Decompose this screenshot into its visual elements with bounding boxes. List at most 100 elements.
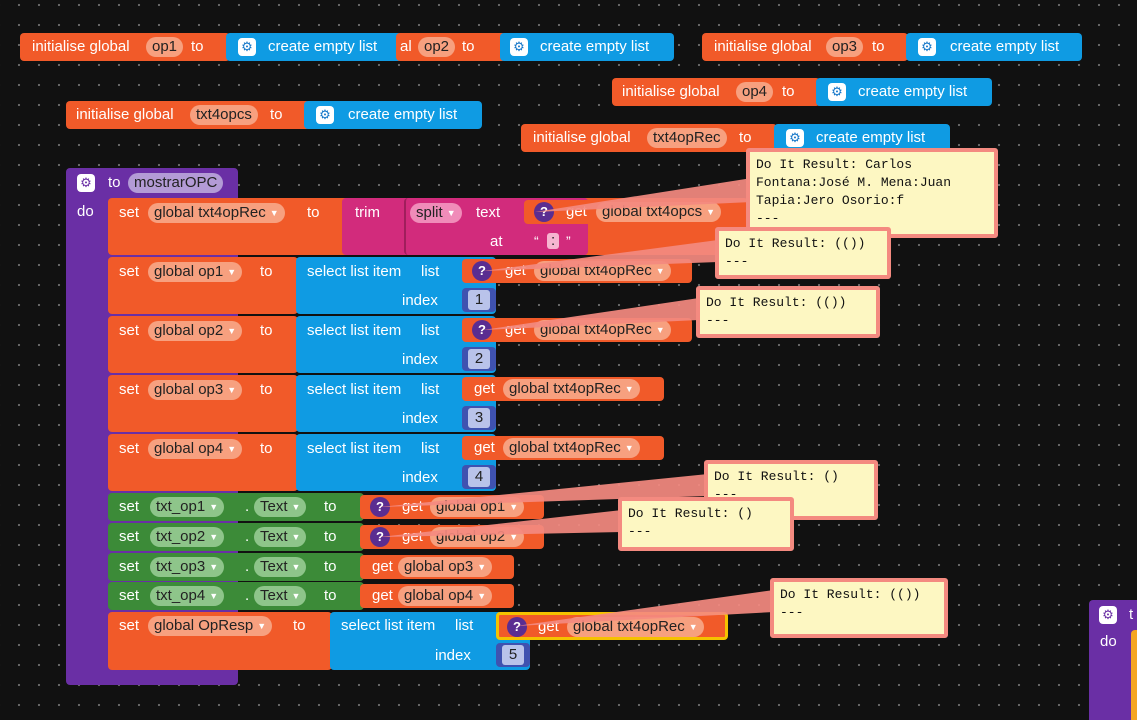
do-it-result-comment[interactable]: Do It Result: () ---: [618, 497, 794, 551]
set-statement-op2[interactable]: set global op2▼ to: [108, 316, 298, 373]
get-block[interactable]: ? get global op2▼: [360, 525, 544, 549]
gear-icon[interactable]: ⚙: [238, 38, 256, 56]
number-block[interactable]: 4: [462, 465, 496, 489]
var-name-op4[interactable]: op4: [736, 82, 774, 102]
set-statement-OpResp[interactable]: set global OpResp▼ to: [108, 612, 332, 670]
number-block[interactable]: 5: [496, 643, 530, 667]
number-value[interactable]: 5: [502, 645, 524, 665]
get-source[interactable]: global op1▼: [430, 497, 525, 517]
get-source[interactable]: global txt4opcs▼: [596, 202, 721, 222]
create-empty-list-block[interactable]: ⚙ create empty list: [816, 78, 992, 106]
set-statement-op4[interactable]: set global op4▼ to: [108, 434, 298, 491]
var-name-txt4opRec[interactable]: txt4opRec: [647, 128, 727, 148]
set-component-txt_op1[interactable]: set txt_op1▼ . Text▼ to: [108, 493, 364, 521]
number-value[interactable]: 3: [468, 408, 490, 428]
var-name-op2[interactable]: op2: [418, 37, 456, 57]
init-global-txt4opRec[interactable]: initialise global txt4opRec to: [521, 124, 777, 152]
gear-icon[interactable]: ⚙: [918, 38, 936, 56]
gear-icon[interactable]: ⚙: [77, 174, 95, 192]
text-literal-value[interactable]: :: [547, 233, 560, 249]
number-value[interactable]: 4: [468, 467, 490, 487]
select-list-item-block[interactable]: select list item list index: [296, 375, 496, 432]
question-icon[interactable]: ?: [507, 617, 527, 637]
do-it-result-comment[interactable]: Do It Result: (()) ---: [715, 227, 891, 279]
create-empty-list-block[interactable]: ⚙ create empty list: [906, 33, 1082, 61]
procedure-block-partial[interactable]: ⚙ t do: [1089, 600, 1137, 720]
get-source[interactable]: global op4▼: [398, 586, 493, 606]
set-target[interactable]: global OpResp▼: [148, 616, 273, 636]
get-block[interactable]: ? get global txt4opRec▼: [462, 318, 692, 342]
question-icon[interactable]: ?: [472, 320, 492, 340]
number-block[interactable]: 2: [462, 347, 496, 371]
do-it-result-comment[interactable]: Do It Result: (()) ---: [696, 286, 880, 338]
gear-icon[interactable]: ⚙: [828, 83, 846, 101]
number-block[interactable]: 1: [462, 288, 496, 312]
dropdown-arrow-icon: ▼: [477, 591, 487, 601]
get-source[interactable]: global txt4opRec▼: [503, 438, 640, 458]
create-empty-list-block[interactable]: ⚙ create empty list: [500, 33, 674, 61]
do-it-result-comment[interactable]: Do It Result: (()) ---: [770, 578, 948, 638]
get-block[interactable]: ? get global op1▼: [360, 495, 544, 519]
set-statement-op3[interactable]: set global op3▼ to: [108, 375, 298, 432]
get-source[interactable]: global txt4opRec▼: [534, 320, 671, 340]
nested-statement-partial[interactable]: [1131, 630, 1137, 720]
procedure-to-label: to: [108, 174, 121, 191]
var-name-op1[interactable]: op1: [146, 37, 184, 57]
number-value[interactable]: 1: [468, 290, 490, 310]
init-global-op3[interactable]: initialise global op3 to: [702, 33, 908, 61]
property-dropdown[interactable]: Text▼: [254, 586, 307, 606]
set-target[interactable]: global txt4opRec▼: [148, 203, 285, 223]
component-dropdown[interactable]: txt_op3▼: [150, 557, 225, 577]
question-icon[interactable]: ?: [370, 527, 390, 547]
create-empty-list-block[interactable]: ⚙ create empty list: [304, 101, 482, 129]
get-block[interactable]: ? get global txt4opRec▼: [462, 259, 692, 283]
init-global-op2[interactable]: al op2 to: [396, 33, 506, 61]
question-icon[interactable]: ?: [472, 261, 492, 281]
get-source[interactable]: global txt4opRec▼: [567, 617, 704, 637]
component-dropdown[interactable]: txt_op4▼: [150, 586, 225, 606]
get-source[interactable]: global op3▼: [398, 557, 493, 577]
property-dropdown[interactable]: Text▼: [254, 557, 307, 577]
set-component-txt_op2[interactable]: set txt_op2▼ . Text▼ to: [108, 523, 364, 551]
set-target[interactable]: global op3▼: [148, 380, 243, 400]
create-empty-list-block[interactable]: ⚙ create empty list: [226, 33, 402, 61]
component-dropdown[interactable]: txt_op1▼: [150, 497, 225, 517]
set-component-txt_op3[interactable]: set txt_op3▼ . Text▼ to: [108, 553, 364, 581]
var-name-txt4opcs[interactable]: txt4opcs: [190, 105, 258, 125]
do-it-result-comment[interactable]: Do It Result: Carlos Fontana:José M. Men…: [746, 148, 998, 238]
set-target[interactable]: global op2▼: [148, 321, 243, 341]
get-source[interactable]: global txt4opRec▼: [534, 261, 671, 281]
get-block[interactable]: get global op3▼: [360, 555, 514, 579]
get-block[interactable]: get global txt4opRec▼: [462, 377, 664, 401]
get-source[interactable]: global op2▼: [430, 527, 525, 547]
dropdown-arrow-icon: ▼: [624, 384, 634, 394]
question-icon[interactable]: ?: [370, 497, 390, 517]
get-source[interactable]: global txt4opRec▼: [503, 379, 640, 399]
split-dropdown[interactable]: split▼: [410, 203, 462, 223]
gear-icon[interactable]: ⚙: [786, 129, 804, 147]
set-statement-op1[interactable]: set global op1▼ to: [108, 257, 298, 314]
set-component-txt_op4[interactable]: set txt_op4▼ . Text▼ to: [108, 582, 364, 610]
var-name-op3[interactable]: op3: [826, 37, 864, 57]
get-block[interactable]: get global op4▼: [360, 584, 514, 608]
procedure-name[interactable]: mostrarOPC: [128, 173, 224, 193]
gear-icon[interactable]: ⚙: [1099, 606, 1117, 624]
gear-icon[interactable]: ⚙: [316, 106, 334, 124]
number-block[interactable]: 3: [462, 406, 496, 430]
gear-icon[interactable]: ⚙: [510, 38, 528, 56]
init-global-op1[interactable]: initialise global op1 to: [20, 33, 230, 61]
init-global-txt4opcs[interactable]: initialise global txt4opcs to: [66, 101, 310, 129]
text-literal-block[interactable]: “ : ”: [524, 229, 584, 253]
get-block-selected[interactable]: ? get global txt4opRec▼: [496, 612, 728, 640]
component-dropdown[interactable]: txt_op2▼: [150, 527, 225, 547]
create-empty-list-block[interactable]: ⚙ create empty list: [774, 124, 950, 152]
set-target[interactable]: global op1▼: [148, 262, 243, 282]
question-icon[interactable]: ?: [534, 202, 554, 222]
property-dropdown[interactable]: Text▼: [254, 497, 307, 517]
get-block-txt4opcs[interactable]: ? get global txt4opcs▼: [524, 200, 744, 224]
set-target[interactable]: global op4▼: [148, 439, 243, 459]
get-block[interactable]: get global txt4opRec▼: [462, 436, 664, 460]
property-dropdown[interactable]: Text▼: [254, 527, 307, 547]
number-value[interactable]: 2: [468, 349, 490, 369]
init-global-op4[interactable]: initialise global op4 to: [612, 78, 820, 106]
